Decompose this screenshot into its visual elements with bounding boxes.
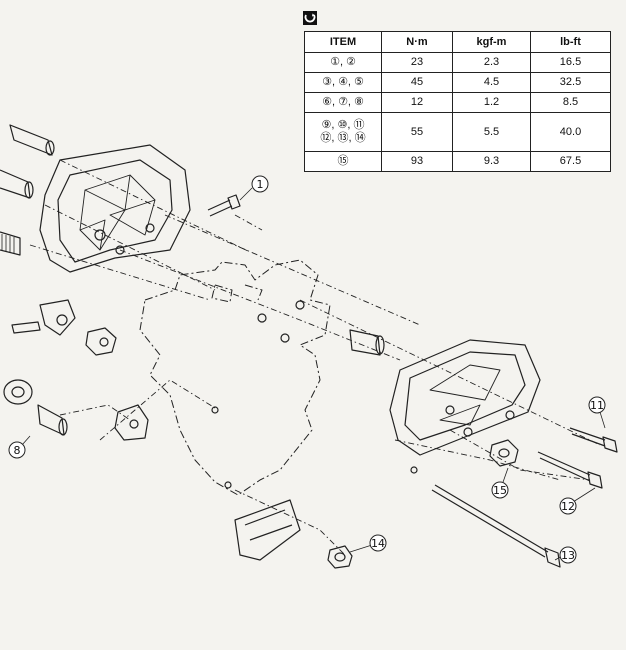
right-spacer — [349, 329, 385, 356]
left-engine-bracket — [39, 144, 191, 273]
svg-text:12: 12 — [561, 500, 575, 513]
bolt-12 — [537, 451, 603, 489]
lower-bracket — [234, 499, 301, 561]
svg-text:15: 15 — [493, 484, 507, 497]
svg-text:8: 8 — [14, 444, 21, 457]
engine-outline — [139, 259, 331, 496]
table-row: ⑮ 93 9.3 67.5 — [304, 151, 611, 172]
nut-14 — [327, 545, 353, 569]
torque-wrench-icon — [303, 11, 317, 25]
item-cell: ⑨, ⑩, ⑪ ⑫, ⑬, ⑭ — [304, 112, 382, 152]
callout-14: 14 — [369, 534, 387, 552]
callout-11: 11 — [588, 396, 606, 414]
right-engine-bracket — [389, 339, 541, 474]
svg-text:1: 1 — [257, 178, 264, 191]
nm-cell: 55 — [381, 112, 453, 152]
left-spacers — [0, 124, 55, 256]
nut-15 — [489, 439, 519, 467]
kgfm-cell: 5.5 — [452, 112, 531, 152]
table-row: ③, ④, ⑤ 45 4.5 32.5 — [304, 72, 611, 93]
lbft-cell: 40.0 — [530, 112, 611, 152]
callout-12: 12 — [559, 497, 577, 515]
svg-text:11: 11 — [590, 399, 604, 412]
callout-1: 1 — [251, 175, 269, 193]
kgfm-cell: 9.3 — [452, 151, 531, 172]
lbft-cell: 67.5 — [530, 151, 611, 172]
torque-spec-table: ITEM N·m kgf-m lb-ft ①, ② 23 2.3 16.5 ③,… — [304, 31, 611, 172]
callout-leaders — [21, 187, 606, 561]
column-header-kgfm: kgf-m — [452, 31, 531, 53]
svg-text:14: 14 — [371, 537, 385, 550]
alignment-lines — [29, 159, 601, 556]
bolt-11 — [569, 427, 618, 453]
left-lower-parts — [3, 379, 149, 441]
callout-8: 8 — [8, 441, 26, 459]
engine-mount-bosses — [211, 300, 305, 489]
table-row: ⑥, ⑦, ⑧ 12 1.2 8.5 — [304, 92, 611, 113]
lbft-cell: 16.5 — [530, 52, 611, 73]
callout-15: 15 — [491, 481, 509, 499]
table-row: ①, ② 23 2.3 16.5 — [304, 52, 611, 73]
callout-13: 13 — [559, 546, 577, 564]
bolt-1 — [207, 194, 241, 217]
bolt-13 — [431, 484, 561, 568]
svg-text:13: 13 — [561, 549, 575, 562]
left-middle-brackets — [11, 299, 117, 356]
table-row: ⑨, ⑩, ⑪ ⑫, ⑬, ⑭ 55 5.5 40.0 — [304, 112, 611, 152]
